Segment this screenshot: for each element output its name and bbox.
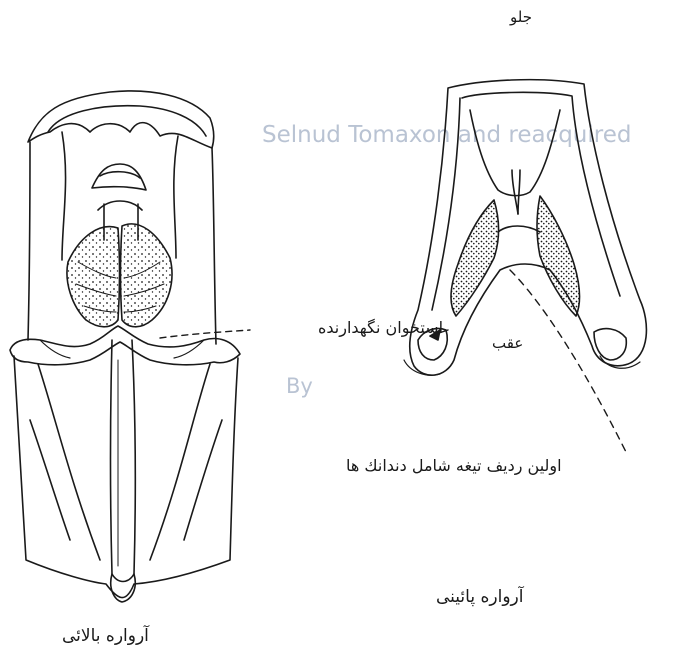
upper-jaw-drawing bbox=[10, 91, 240, 602]
upper-jaw-top-cap bbox=[28, 91, 214, 148]
upper-jaw-left-wall bbox=[28, 142, 30, 340]
upper-jaw-tooth-plate-right bbox=[121, 224, 172, 327]
upper-jaw-shoulder bbox=[10, 326, 240, 365]
label-upper-jaw: آرواره بالائی bbox=[62, 626, 149, 646]
lower-jaw-tooth-row-left bbox=[451, 200, 499, 316]
label-holding-bone: استخوان نگهدارنده bbox=[318, 318, 443, 337]
upper-jaw-central-rod bbox=[111, 340, 136, 582]
lower-jaw-tooth-row-right bbox=[537, 196, 580, 316]
upper-jaw-right-wall bbox=[212, 148, 216, 344]
label-back: عقب bbox=[492, 334, 523, 352]
label-lower-jaw: آرواره پائینی bbox=[436, 587, 523, 607]
holding-bone-leader-line bbox=[160, 330, 250, 338]
label-first-tooth-row: اولین ردیف تیغه شامل دندانك ها bbox=[346, 456, 562, 475]
upper-jaw-lower-body bbox=[14, 356, 238, 598]
lower-jaw-right-foot bbox=[594, 329, 626, 360]
label-front: جلو bbox=[510, 8, 532, 26]
